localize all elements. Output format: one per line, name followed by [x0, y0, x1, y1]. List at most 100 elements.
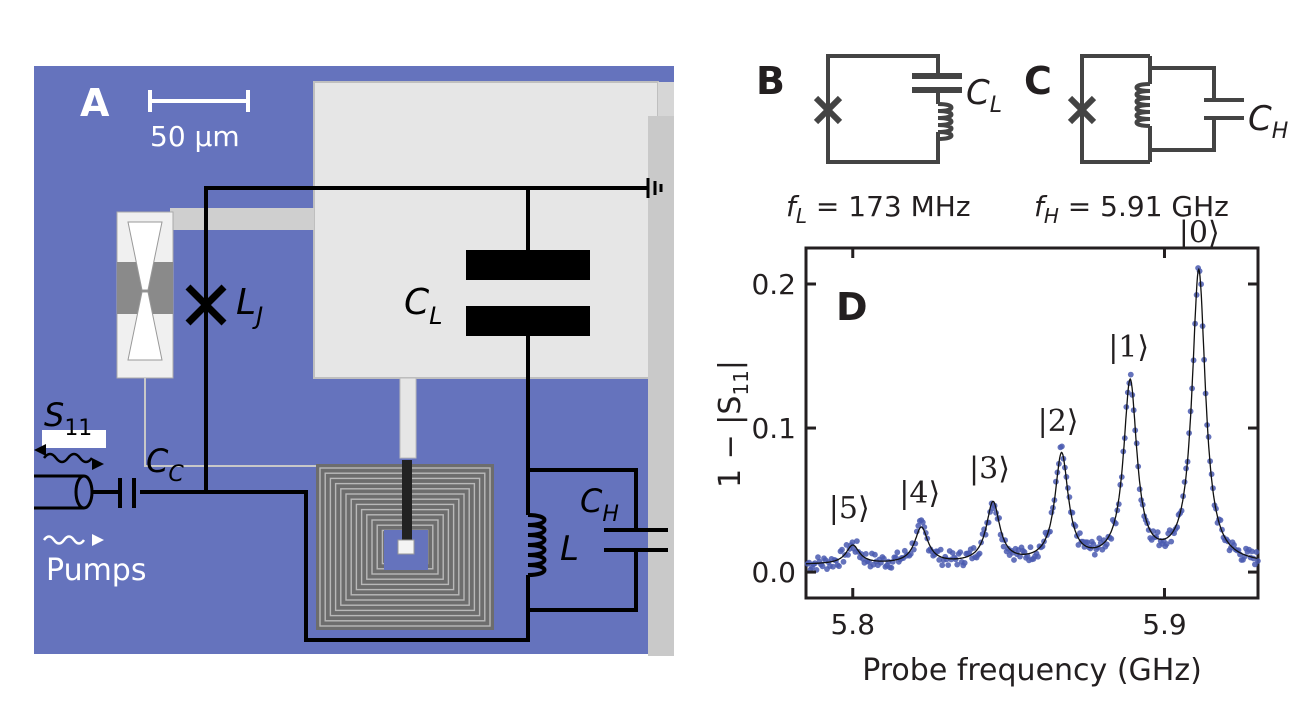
top-wire: [204, 186, 530, 490]
peak-label: |2⟩: [1038, 404, 1079, 439]
data-point: [1255, 558, 1261, 564]
ground-icon: [646, 178, 663, 198]
data-point: [854, 538, 860, 544]
data-point: [1231, 542, 1237, 548]
air-bridge: [402, 460, 412, 544]
data-point: [1103, 541, 1110, 548]
data-point: [1163, 541, 1170, 547]
y-tick-label: 0.2: [751, 268, 796, 301]
y-tick-label: 0.1: [751, 412, 796, 445]
data-point: [1084, 539, 1091, 546]
data-point: [970, 545, 977, 551]
panel-c-letter: C: [1024, 59, 1052, 103]
circuit-c-elements: [1134, 68, 1244, 150]
label-c-ch: CH: [1248, 99, 1288, 144]
data-point: [1090, 541, 1097, 548]
thin-feedline: [144, 378, 318, 467]
data-point: [839, 546, 845, 553]
label-lj: LJ: [236, 282, 263, 330]
data-point: [919, 519, 926, 526]
junction-b-icon: [813, 95, 843, 125]
peak-label: |0⟩: [1179, 216, 1220, 251]
data-point: [843, 542, 850, 548]
panel-a: A 50 µm LJ CL CC CH L S11 Pumps: [34, 66, 674, 656]
pad-lead: [658, 82, 674, 116]
data-point: [1253, 549, 1260, 555]
data-point: [1059, 443, 1065, 450]
data-point: [957, 549, 964, 555]
bottom-loop-wire: [140, 490, 530, 642]
data-point: [1077, 530, 1083, 536]
junction-upper-electrode: [127, 221, 163, 291]
data-point: [1249, 548, 1255, 555]
ground-plane-strip: [648, 116, 674, 656]
data-point: [976, 550, 983, 557]
data-point: [845, 552, 851, 558]
data-point: [836, 563, 842, 570]
data-point: [881, 555, 887, 562]
plot-marks: |0⟩|1⟩|2⟩|3⟩|4⟩|5⟩: [804, 216, 1261, 573]
data-point: [872, 551, 878, 558]
peak-label: |5⟩: [829, 491, 870, 526]
scale-bar: [148, 90, 250, 112]
label-cc: CC: [146, 442, 184, 487]
data-point: [1027, 544, 1034, 551]
data-point: [830, 563, 836, 570]
circuit-b-elements: [912, 56, 962, 162]
spiral-center-pad: [397, 539, 415, 555]
s11-arrow-bar: [42, 430, 106, 448]
ch-top-wire: [528, 468, 638, 528]
scale-bar-label: 50 µm: [150, 120, 240, 153]
label-fh: fH = 5.91 GHz: [1034, 190, 1229, 228]
junction-lower-electrode: [127, 291, 163, 361]
data-point: [1017, 553, 1023, 560]
label-l: L: [560, 529, 579, 569]
panel-b-letter: B: [756, 59, 785, 103]
cl-plate-bottom: [466, 306, 590, 336]
s11-arrow-left-icon: [34, 444, 46, 456]
x-tick-label: 5.9: [1142, 608, 1187, 641]
label-pumps: Pumps: [46, 553, 146, 588]
data-point: [1091, 551, 1098, 558]
data-point: [937, 546, 944, 553]
label-s11: S11: [44, 396, 92, 441]
data-point: [863, 551, 869, 557]
ch-bottom-wire: [528, 552, 638, 612]
pumps-arrow-icon: [92, 534, 104, 546]
peak-label: |4⟩: [899, 476, 940, 511]
data-point: [1000, 543, 1007, 550]
panel-c: C CH fH = 5.91 GHz: [1024, 54, 1288, 228]
data-point: [815, 554, 821, 561]
fit-line: [806, 267, 1258, 565]
data-point: [888, 564, 895, 571]
label-cl: CL: [404, 282, 443, 330]
data-point: [954, 561, 961, 568]
data-point: [945, 562, 952, 568]
data-point: [936, 557, 943, 563]
junction-cross-icon: [185, 284, 227, 326]
data-point: [939, 562, 946, 569]
circuit-overlay: [92, 186, 648, 642]
data-point: [1011, 557, 1017, 563]
data-point: [1039, 543, 1046, 550]
data-point: [961, 560, 968, 566]
data-point: [1108, 535, 1115, 542]
panel-a-letter: A: [80, 81, 110, 125]
data-point: [1035, 553, 1041, 560]
data-point: [819, 563, 826, 570]
inductor-coil-icon: [527, 513, 547, 577]
pumps-wave-icon: [42, 535, 86, 545]
data-point: [1127, 371, 1134, 378]
y-axis-label: 1 − |S11|: [713, 360, 753, 488]
data-point: [949, 550, 956, 556]
cl-plate-top: [466, 250, 590, 280]
label-b-cl: CL: [966, 73, 1002, 118]
junction-lead: [170, 208, 314, 230]
s11-arrow-right-icon: [92, 458, 104, 470]
s11-wave-icon: [43, 452, 93, 464]
data-point: [1096, 535, 1103, 542]
label-ch: CH: [580, 482, 619, 527]
